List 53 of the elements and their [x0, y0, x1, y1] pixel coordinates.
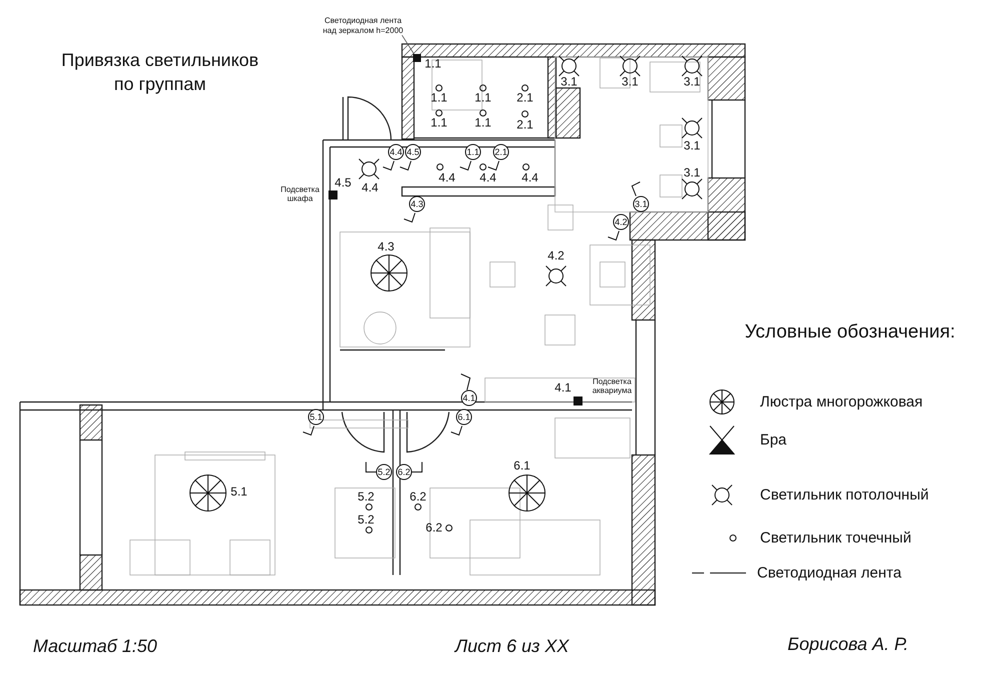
sconce-group-callout: 4.5 [405, 144, 421, 160]
sheet-footer-text: Масштаб 1:50 [32, 637, 158, 657]
annotation-text: Светодиодная лента над зеркалом h=2000 [318, 16, 408, 36]
sconce-group-callout: 4.1 [461, 390, 477, 406]
fixture-group-number: 4.4 [438, 171, 456, 185]
fixture-group-number: 1.1 [474, 91, 492, 105]
fixture-group-number: 4.4 [480, 171, 496, 185]
fixture-group-number: 6.2 [426, 521, 442, 535]
sconce-group-callout: 1.1 [465, 144, 481, 160]
sheet-footer-text: Борисова А. Р. [788, 635, 908, 655]
fixture-group-number: 4.2 [548, 249, 564, 263]
fixture-group-number: 1.1 [424, 57, 442, 71]
fixture-group-number: 1.1 [474, 116, 492, 130]
legend-heading: Условные обозначения: [744, 322, 956, 344]
legend-label: Люстра многорожковая [760, 394, 923, 410]
fixture-group-number: 3.1 [684, 166, 700, 180]
fixture-group-number: 4.3 [378, 240, 394, 254]
fixture-group-number: 6.2 [410, 490, 426, 504]
fixture-group-number: 5.2 [358, 513, 374, 527]
legend-label: Бра [760, 432, 787, 448]
fixture-group-number: 3.1 [622, 75, 638, 89]
fixture-group-number: 1.1 [430, 116, 448, 130]
sconce-group-callout: 5.1 [308, 409, 324, 425]
fixture-group-number: 6.1 [514, 459, 530, 473]
sconce-group-callout: 5.2 [376, 464, 392, 480]
fixture-group-number: 1.1 [430, 91, 448, 105]
fixture-group-number: 4.4 [522, 171, 538, 185]
fixture-group-number: 4.1 [554, 381, 572, 395]
sconce-group-callout: 3.1 [633, 196, 649, 212]
legend-label: Светильник точечный [760, 530, 912, 546]
fixture-group-number: 3.1 [684, 139, 700, 153]
sconce-group-callout: 6.1 [456, 409, 472, 425]
fixture-group-number: 3.1 [560, 75, 578, 89]
sconce-group-callout: 4.4 [388, 144, 404, 160]
fixture-group-number: 4.4 [362, 181, 378, 195]
fixture-note: Подсветка шкафа [280, 186, 320, 204]
sconce-group-callout: 2.1 [493, 144, 509, 160]
fixture-group-number: 4.5 [334, 176, 352, 190]
fixture-group-number: 2.1 [516, 118, 534, 132]
fixture-note: Подсветка аквариума [591, 378, 633, 396]
plan-title: Привязка светильников по группам [60, 49, 260, 96]
sconce-group-callout: 4.3 [409, 196, 425, 212]
legend-label: Светодиодная лента [757, 564, 902, 582]
fixture-group-number: 5.2 [358, 490, 374, 504]
sconce-group-callout: 6.2 [396, 464, 412, 480]
sconce-group-callout: 4.2 [613, 214, 629, 230]
fixture-group-number: 5.1 [230, 485, 248, 499]
fixture-group-number: 2.1 [516, 91, 534, 105]
fixture-group-number: 3.1 [684, 75, 700, 89]
legend-label: Светильник потолочный [760, 486, 929, 504]
leader-line [402, 34, 414, 54]
led-strip-marker [413, 54, 421, 62]
sheet-footer-text: Лист 6 из XX [455, 637, 569, 657]
